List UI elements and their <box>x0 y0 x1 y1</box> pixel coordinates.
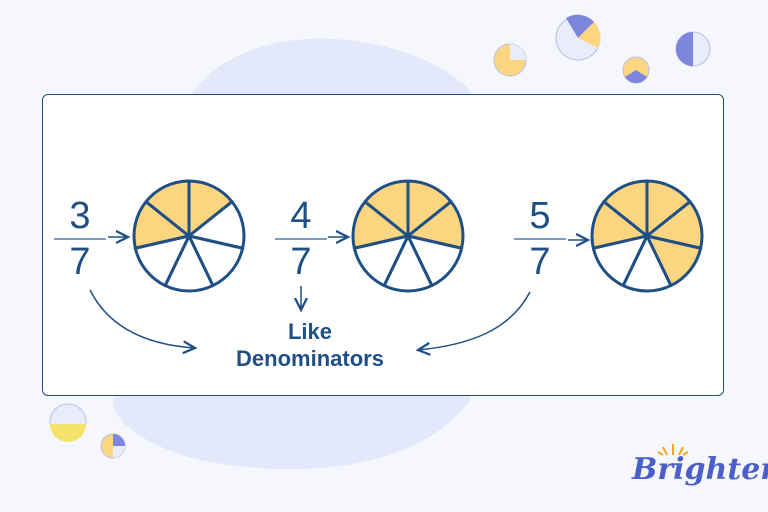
denominator: 7 <box>69 241 91 283</box>
fraction-bar <box>275 238 327 240</box>
brighterly-logo: Brighterly <box>632 444 768 487</box>
curved-arrow-right <box>418 291 531 350</box>
fraction-bar <box>514 238 566 240</box>
fraction-1: 3 7 <box>54 196 106 282</box>
numerator: 5 <box>529 195 551 237</box>
curved-arrow-left <box>89 289 195 348</box>
fraction-3: 5 7 <box>514 196 566 282</box>
denominator: 7 <box>529 241 551 283</box>
pie-slice-empty <box>591 234 649 288</box>
numerator: 3 <box>69 195 91 237</box>
sun-icon <box>658 444 688 456</box>
label-line-1: Like <box>287 319 333 344</box>
decorative-pie-icons <box>49 14 711 459</box>
label-line-2: Denominators <box>236 346 384 371</box>
numerator: 4 <box>290 195 312 237</box>
fraction-2: 4 7 <box>275 196 327 282</box>
pie-slice-empty <box>352 234 410 288</box>
pie-slice-empty <box>133 234 191 288</box>
logo-text: Brighterly <box>632 452 768 487</box>
like-denominators-label: Like Denominators <box>200 318 420 372</box>
fraction-bar <box>54 238 106 240</box>
denominator: 7 <box>290 241 312 283</box>
pie-chart-2 <box>351 179 465 293</box>
pie-chart-3 <box>590 179 704 293</box>
pie-chart-1 <box>132 179 246 293</box>
